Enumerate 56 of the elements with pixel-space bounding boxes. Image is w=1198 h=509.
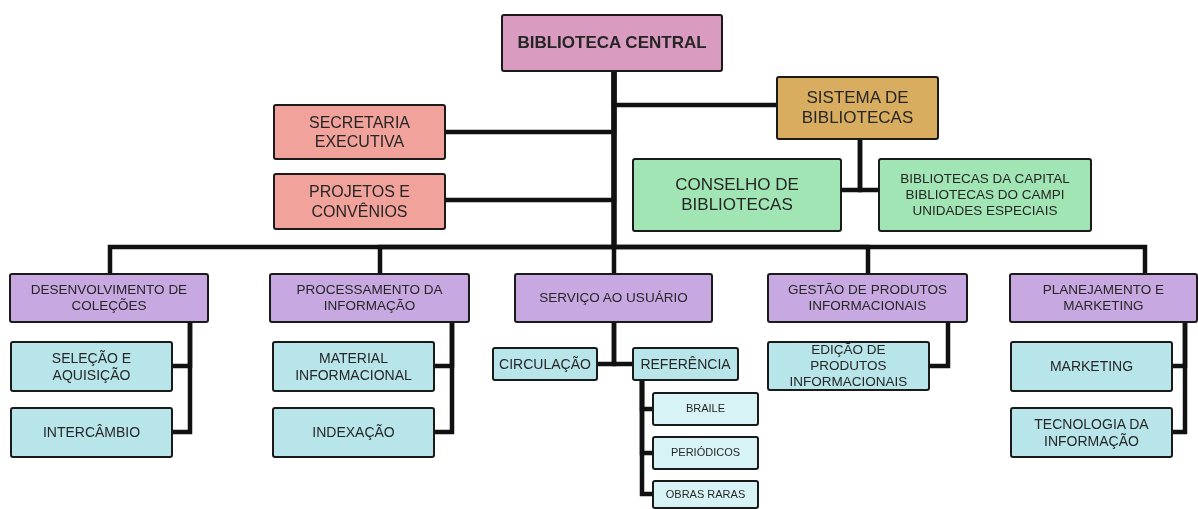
department-box <box>273 104 446 160</box>
department-box <box>269 273 470 323</box>
department-box <box>776 76 939 140</box>
box-label: PLANEJAMENTO E MARKETING <box>1041 281 1166 315</box>
box-label: SISTEMA DE BIBLIOTECAS <box>800 87 915 129</box>
box-label: MARKETING <box>1049 358 1134 375</box>
box-label: REFERÊNCIA <box>640 355 731 373</box>
unit-box <box>1010 341 1173 392</box>
box-label: BRAILE <box>685 402 726 416</box>
box-label: SELEÇÃO E AQUISIÇÃO <box>50 349 133 384</box>
connector-line <box>639 381 652 497</box>
connector-line <box>173 323 193 435</box>
box-label: SECRETARIA EXECUTIVA <box>307 112 412 152</box>
unit-box <box>10 407 173 458</box>
department-box <box>501 14 723 72</box>
unit-box <box>1010 407 1173 458</box>
connector-line <box>857 140 878 193</box>
unit-box <box>767 341 930 391</box>
connector-line <box>1173 323 1188 435</box>
department-box <box>273 173 446 230</box>
connector-line <box>611 72 1148 273</box>
department-box <box>632 158 842 232</box>
box-label: OBRAS RARAS <box>665 487 746 502</box>
unit-box <box>652 436 759 470</box>
box-label: DESENVOLVIMENTO DE COLEÇÕES <box>29 281 189 315</box>
unit-box <box>272 341 435 392</box>
box-label: MATERIAL INFORMACIONAL <box>294 349 413 384</box>
department-box <box>514 273 713 323</box>
unit-box <box>272 407 435 458</box>
connector-line <box>611 323 632 367</box>
box-label: INTERCÂMBIO <box>42 424 141 441</box>
connector-line <box>435 323 455 435</box>
box-label: BIBLIOTECAS DA CAPITAL <box>900 170 1070 187</box>
unit-box <box>652 392 759 426</box>
box-label: PROCESSAMENTO DA INFORMAÇÃO <box>295 281 444 315</box>
department-box <box>1009 273 1198 323</box>
box-label: PERIÓDICOS <box>670 446 741 460</box>
box-label: INDEXAÇÃO <box>312 424 395 441</box>
box-label: EDIÇÃO DE PRODUTOS INFORMACIONAIS <box>788 341 909 391</box>
department-box <box>878 158 1092 232</box>
box-label: SERVIÇO AO USUÁRIO <box>539 289 688 307</box>
box-label: UNIDADES ESPECIAIS <box>912 203 1058 220</box>
connector-line <box>930 323 951 369</box>
unit-box <box>492 347 598 381</box>
box-label: BIBLIOTECA CENTRAL <box>517 32 707 54</box>
box-label: CIRCULAÇÃO <box>499 355 591 373</box>
box-label: BIBLIOTECAS DO CAMPI <box>905 186 1065 204</box>
box-label: PROJETOS E CONVÊNIOS <box>307 182 412 221</box>
department-box <box>767 273 968 323</box>
unit-box <box>10 341 173 392</box>
department-box <box>9 273 209 323</box>
box-label: GESTÃO DE PRODUTOS INFORMACIONAIS <box>787 281 948 315</box>
box-label: CONSELHO DE BIBLIOTECAS <box>674 174 800 216</box>
unit-box <box>632 347 739 381</box>
unit-box <box>652 480 759 509</box>
box-label: TECNOLOGIA DA INFORMAÇÃO <box>1033 415 1150 450</box>
